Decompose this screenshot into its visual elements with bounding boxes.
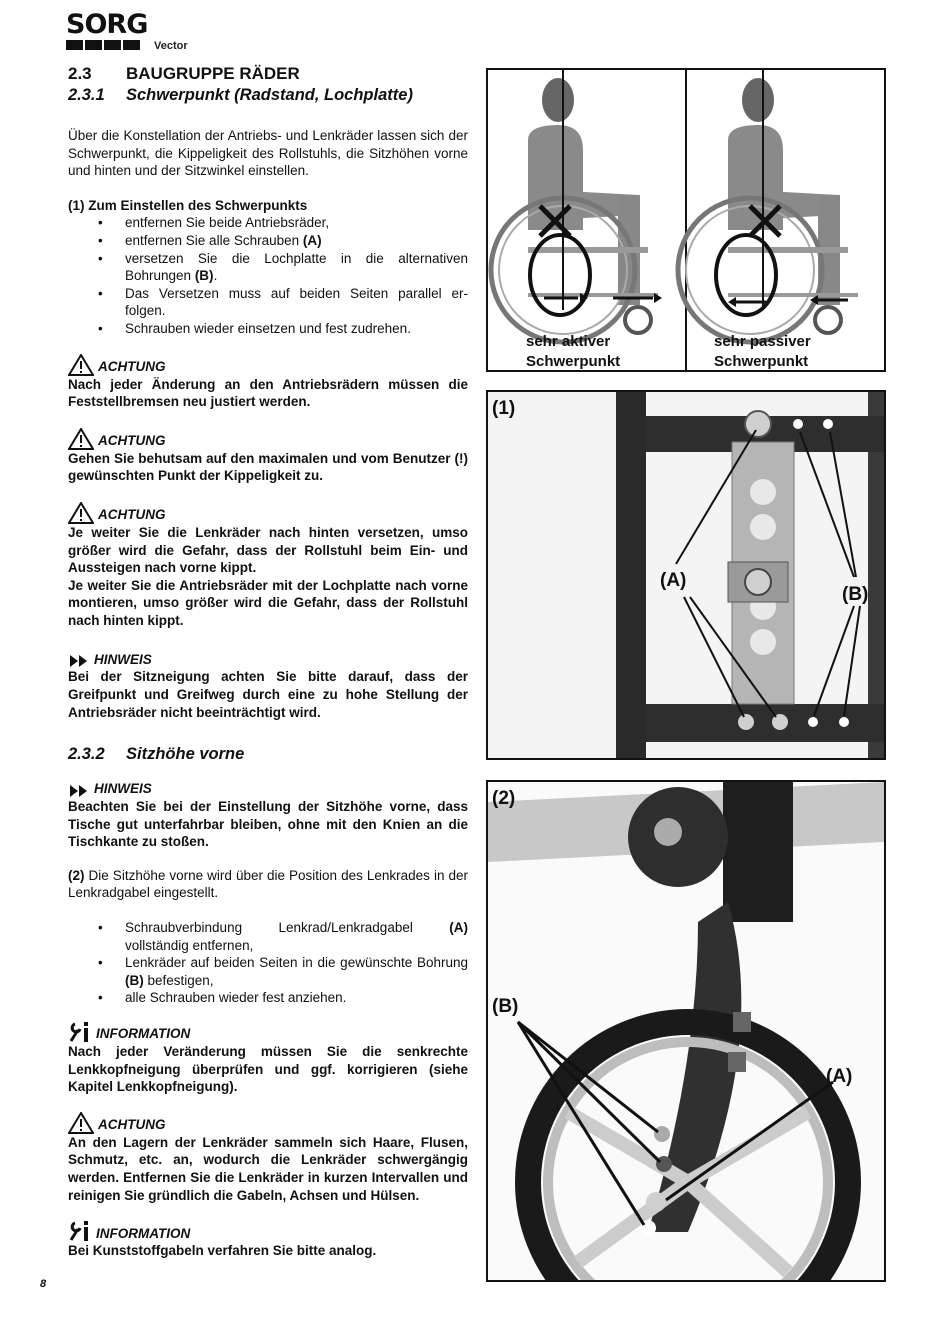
section-number: 2.3 xyxy=(68,64,92,83)
note-title: INFORMATION xyxy=(96,1225,191,1241)
subsection-heading-2: 2.3.2 Sitzhöhe vorne xyxy=(68,745,244,764)
text-block-2: HINWEIS Beachten Sie bei der Einstellung… xyxy=(68,776,468,1260)
subsection-title-2: Sitzhöhe vorne xyxy=(126,745,245,763)
figure2-label-b: (B) xyxy=(492,996,519,1017)
figure1-label-b: (B) xyxy=(842,584,869,605)
list-item: versetzen Sie die Lochplatte in die alte… xyxy=(98,250,468,285)
step2-list: Schraubverbindung Lenkrad/Lenkradgabel (… xyxy=(98,919,468,1007)
note-body: Bei der Sitzneigung achten Sie bitte dar… xyxy=(68,669,468,720)
note-information-1: INFORMATION Nach jeder Veränderung müsse… xyxy=(68,1021,468,1096)
figure2-label: (2) xyxy=(492,788,516,809)
list-item: Schraubverbindung Lenkrad/Lenkradgabel (… xyxy=(98,919,468,954)
note-title: ACHTUNG xyxy=(98,358,166,374)
subsection-heading-1: 2.3.1 Schwerpunkt (Radstand, Lochplatte) xyxy=(68,86,413,105)
list-item: Schrauben wieder einsetzen und fest zudr… xyxy=(98,320,468,338)
note-title: HINWEIS xyxy=(94,781,152,797)
logo-bars xyxy=(66,40,144,50)
note-achtung-4: ACHTUNG An den Lagern der Lenkräder samm… xyxy=(68,1111,468,1204)
note-hinweis-1: HINWEIS Bei der Sitzneigung achten Sie b… xyxy=(68,646,468,721)
note-achtung-3: ACHTUNG Je weiter Sie die Lenkräder nach… xyxy=(68,501,468,630)
caption-active: sehr aktiver Schwerpunkt xyxy=(526,333,621,370)
list-item: alle Schrauben wieder fest anziehen. xyxy=(98,989,468,1007)
note-body: Je weiter Sie die Lenkräder nach hinten … xyxy=(68,524,468,576)
list-item: entfernen Sie alle Schrauben (A) xyxy=(98,232,468,250)
figure-center-of-gravity: sehr aktiver Schwerpunkt sehr passiver S… xyxy=(486,68,886,372)
subsection-title-1: Schwerpunkt (Radstand, Lochplatte) xyxy=(126,86,413,104)
double-arrow-icon xyxy=(70,785,87,797)
note-title: ACHTUNG xyxy=(98,507,166,523)
page-number: 8 xyxy=(40,1278,47,1290)
step1-list: entfernen Sie beide Antriebsräder, entfe… xyxy=(98,214,468,337)
warning-icon xyxy=(68,353,94,376)
note-body: Gehen Sie behutsam auf den maximalen und… xyxy=(68,450,468,484)
note-title: INFORMATION xyxy=(96,1026,191,1042)
wheelchair-active-illustration xyxy=(488,70,662,345)
subsection-number-1: 2.3.1 xyxy=(68,86,105,104)
list-item: entfernen Sie beide Antriebsräder, xyxy=(98,214,468,232)
sorg-logo: SORG xyxy=(66,9,148,52)
note-body: Bei Kunststoffgabeln verfahren Sie bitte… xyxy=(68,1243,377,1259)
note-body: Nach jeder Änderung an den Antriebsräder… xyxy=(68,376,468,410)
wheelchair-illustrations xyxy=(488,70,858,370)
note-body-2: Je weiter Sie die Antriebsräder mit der … xyxy=(68,577,468,628)
caption-passive: sehr passiver Schwerpunkt xyxy=(714,333,811,370)
note-achtung-1: ACHTUNG Nach jeder Änderung an den Antri… xyxy=(68,353,468,411)
step1-heading: (1) Zum Einstellen des Schwerpunkts xyxy=(68,197,308,213)
figure-hole-plate: (1) (A) (B) xyxy=(486,390,886,760)
warning-icon xyxy=(68,1111,94,1134)
step2-paragraph: (2) Die Sitzhöhe vorne wird über die Pos… xyxy=(68,867,468,901)
note-achtung-2: ACHTUNG Gehen Sie behutsam auf den maxim… xyxy=(68,427,468,485)
figure1-label: (1) xyxy=(492,398,516,419)
steering-fork-photo xyxy=(488,782,884,1280)
section-heading: 2.3 BAUGRUPPE RÄDER xyxy=(68,64,300,84)
figure-steering-fork: (2) (B) (A) xyxy=(486,780,886,1282)
note-title: HINWEIS xyxy=(94,651,152,667)
note-body: Beachten Sie bei der Einstellung der Sit… xyxy=(68,799,468,850)
list-item: Lenkräder auf beiden Seiten in die gewün… xyxy=(98,954,468,989)
hole-plate-photo xyxy=(488,392,884,758)
figure2-label-a: (A) xyxy=(826,1066,853,1087)
note-title: ACHTUNG xyxy=(98,433,166,449)
note-information-2: INFORMATION Bei Kunststoffgabeln verfahr… xyxy=(68,1220,468,1260)
text-block-1: Über die Konstellation der Antriebs- und… xyxy=(68,127,468,721)
intro-paragraph: Über die Konstellation der Antriebs- und… xyxy=(68,128,468,179)
subsection-number-2: 2.3.2 xyxy=(68,745,105,763)
wrench-info-icon xyxy=(69,1021,88,1042)
warning-icon xyxy=(68,427,94,450)
wrench-info-icon xyxy=(69,1221,88,1242)
model-name: Vector xyxy=(154,40,188,52)
double-arrow-icon xyxy=(70,655,87,668)
figure1-label-a: (A) xyxy=(660,570,687,591)
section-title: BAUGRUPPE RÄDER xyxy=(126,64,300,83)
warning-icon xyxy=(68,501,94,524)
note-title: ACHTUNG xyxy=(98,1117,166,1133)
note-body: Nach jeder Veränderung müssen Sie die se… xyxy=(68,1043,468,1095)
note-hinweis-2: HINWEIS Beachten Sie bei der Einstellung… xyxy=(68,776,468,851)
wheelchair-passive-illustration xyxy=(675,70,858,345)
logo-wordmark: SORG xyxy=(66,9,148,40)
note-body: An den Lagern der Lenkräder sammeln sich… xyxy=(68,1134,468,1203)
list-item: Das Versetzen muss auf beiden Seiten par… xyxy=(98,285,468,320)
